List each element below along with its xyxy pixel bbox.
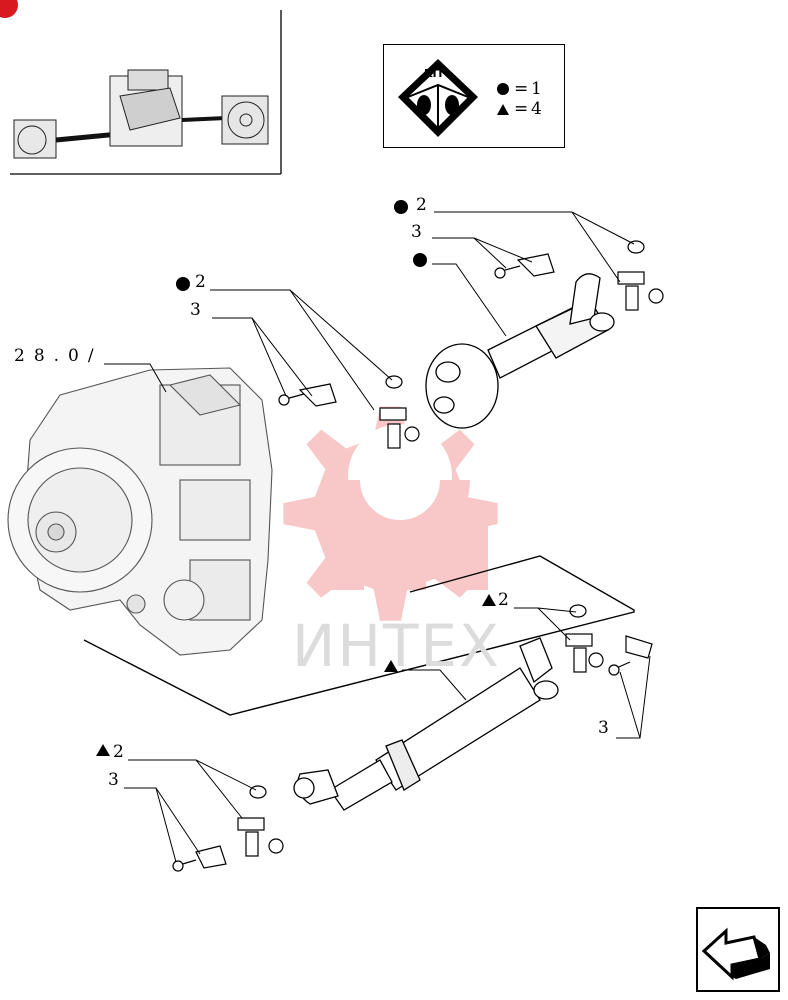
transmission-housing bbox=[7, 367, 273, 656]
callout-2-lower-right: 2 bbox=[498, 590, 509, 610]
reference-label: 28.0/ bbox=[14, 346, 103, 366]
callout-symbols bbox=[96, 200, 496, 756]
triangle-marker-icon bbox=[384, 660, 398, 672]
triangle-marker-icon bbox=[482, 594, 496, 606]
callout-3-upper-left: 3 bbox=[190, 300, 201, 320]
lower-left-parts bbox=[172, 785, 284, 872]
kit-legend-circle-value: 1 bbox=[531, 79, 542, 99]
connection-frame bbox=[83, 555, 635, 716]
lower-right-parts bbox=[565, 604, 653, 676]
callout-3-upper-right: 3 bbox=[411, 222, 422, 242]
thumbnail-frame bbox=[10, 10, 282, 175]
leader-lines bbox=[104, 211, 651, 863]
thumbnail-drivetrain bbox=[13, 69, 269, 159]
circle-marker-icon bbox=[413, 253, 427, 267]
corner-badge bbox=[0, 0, 18, 18]
kit-legend-triangle-equals: = bbox=[514, 99, 529, 119]
watermark-text: ИНТЕХ bbox=[292, 612, 501, 680]
kit-legend-box: KIT = 1 = 4 bbox=[383, 44, 565, 148]
callout-2-upper-right: 2 bbox=[416, 195, 427, 215]
circle-marker-icon bbox=[176, 277, 190, 291]
callout-2-upper-left: 2 bbox=[195, 272, 206, 292]
upper-left-parts bbox=[278, 375, 420, 449]
kit-legend-triangle-value: 4 bbox=[531, 99, 542, 119]
callout-3-lower-left: 3 bbox=[108, 770, 119, 790]
kit-label: KIT bbox=[424, 67, 445, 80]
upper-drive-shaft bbox=[425, 273, 615, 429]
navigation-arrow-icon bbox=[696, 907, 780, 992]
kit-cube-icon bbox=[398, 59, 509, 137]
kit-legend-circle-equals: = bbox=[514, 79, 529, 99]
lower-drive-shaft bbox=[293, 637, 559, 811]
circle-marker-icon bbox=[394, 200, 408, 214]
next-page-button[interactable] bbox=[696, 907, 780, 992]
upper-right-parts bbox=[494, 240, 664, 311]
callout-3-lower-right: 3 bbox=[598, 718, 609, 738]
triangle-marker-icon bbox=[96, 744, 110, 756]
callout-2-lower-left: 2 bbox=[113, 742, 124, 762]
